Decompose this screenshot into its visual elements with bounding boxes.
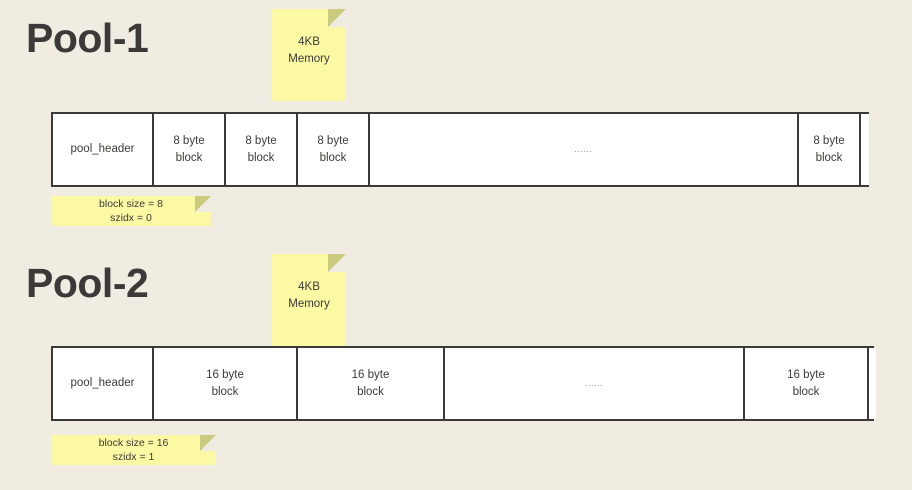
ellipsis-cell: ...... [445, 348, 745, 419]
block-cell: 8 byte block [154, 114, 226, 185]
note-fold-icon [200, 435, 216, 451]
block-cell: 8 byte block [298, 114, 370, 185]
info-note-line2: szidx = 0 [110, 212, 152, 224]
memory-size-note: 4KB Memory [272, 254, 346, 346]
sliver-cell [869, 348, 876, 419]
memory-note-line2: Memory [288, 53, 330, 65]
block-cell: 16 byte block [154, 348, 298, 419]
info-note-line2: szidx = 1 [112, 451, 155, 463]
pool-info-note: block size = 8 szidx = 0 [51, 196, 211, 226]
info-note-line1: block size = 8 [99, 197, 163, 210]
pool-title: Pool-1 [26, 15, 149, 61]
memory-note-text: 4KB Memory [288, 279, 330, 320]
memory-size-note: 4KB Memory [272, 9, 346, 101]
block-cell: 8 byte block [799, 114, 861, 185]
pool-memory-layout-table: pool_header 8 byte block 8 byte block 8 … [51, 112, 869, 187]
block-cell: 16 byte block [298, 348, 445, 419]
pool-title: Pool-2 [26, 260, 149, 306]
memory-note-line2: Memory [288, 298, 330, 310]
pool-memory-layout-table: pool_header 16 byte block 16 byte block … [51, 346, 876, 421]
memory-note-line1: 4KB [298, 36, 320, 49]
memory-note-text: 4KB Memory [288, 34, 330, 75]
pool-header-cell: pool_header [53, 348, 154, 419]
pool-info-note: block size = 16 szidx = 1 [51, 435, 216, 465]
info-note-line1: block size = 16 [98, 436, 169, 449]
pool-header-cell: pool_header [53, 114, 154, 185]
note-fold-icon [195, 196, 211, 212]
block-cell: 8 byte block [226, 114, 298, 185]
block-cell: 16 byte block [745, 348, 869, 419]
memory-note-line1: 4KB [298, 281, 320, 294]
note-fold-icon [328, 254, 346, 272]
ellipsis-cell: ...... [370, 114, 799, 185]
note-fold-icon [328, 9, 346, 27]
sliver-cell [861, 114, 869, 185]
